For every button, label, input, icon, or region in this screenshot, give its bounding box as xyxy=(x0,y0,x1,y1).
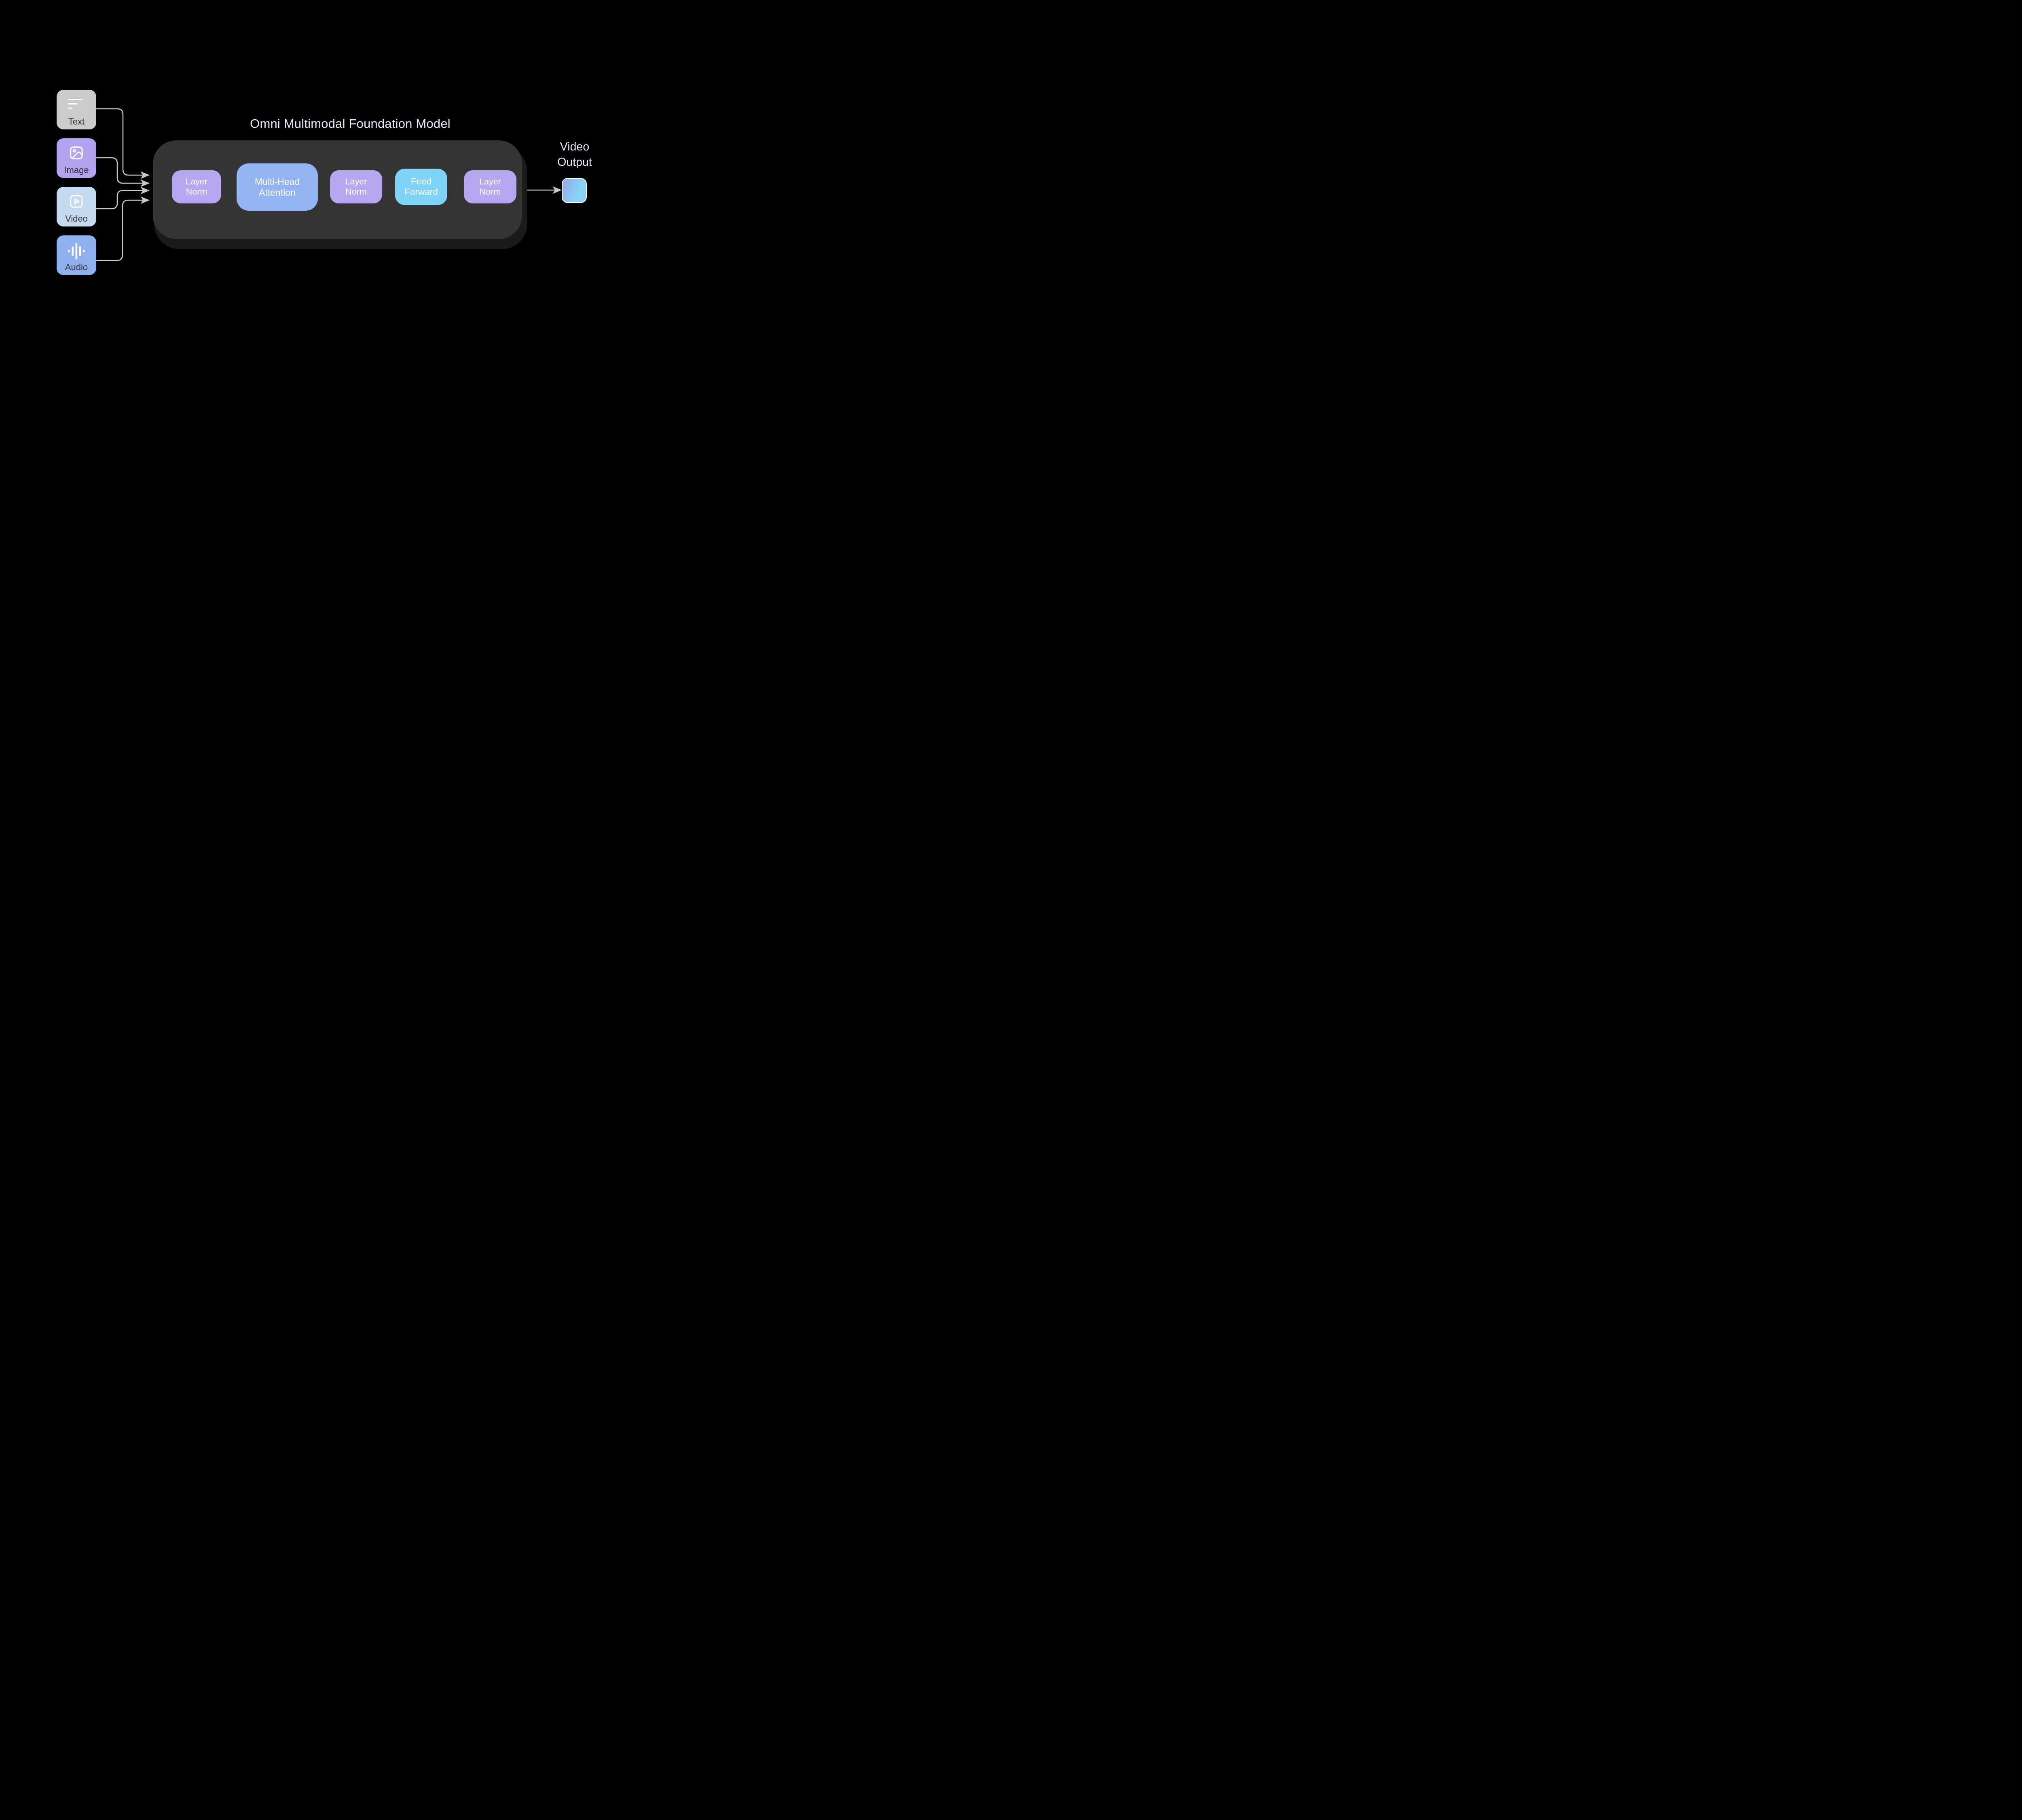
input-box-video: Video xyxy=(57,187,96,226)
diagram-canvas: Omni Multimodal Foundation Model Text Im… xyxy=(0,0,635,364)
block-label: Attention xyxy=(259,187,296,198)
block-label: Forward xyxy=(404,187,438,197)
input-label-text: Text xyxy=(68,116,85,127)
input-box-audio: Audio xyxy=(57,235,96,275)
block-label: Layer xyxy=(479,176,501,186)
block-layer-norm-3: Layer Norm xyxy=(464,170,516,203)
block-layer-norm-1: Layer Norm xyxy=(172,170,221,203)
wire-text-input xyxy=(96,108,150,179)
block-label: Norm xyxy=(345,187,367,197)
text-lines-icon xyxy=(57,99,96,110)
video-output-label: Video Output xyxy=(538,139,611,170)
input-label-video: Video xyxy=(65,214,88,224)
block-multi-head-attention: Multi-Head Attention xyxy=(237,163,318,211)
input-label-audio: Audio xyxy=(65,262,88,272)
wire-audio-input xyxy=(96,196,150,261)
image-icon xyxy=(57,145,96,161)
audio-waveform-icon xyxy=(57,242,96,260)
wire-video-input xyxy=(96,186,150,210)
block-layer-norm-2: Layer Norm xyxy=(330,170,382,203)
input-box-image: Image xyxy=(57,138,96,178)
video-output-label-line2: Output xyxy=(557,156,592,169)
video-output-label-line1: Video xyxy=(560,140,590,153)
wire-image-input xyxy=(96,157,150,187)
block-label: Layer xyxy=(186,176,207,186)
video-play-icon xyxy=(57,194,96,209)
diagram-title: Omni Multimodal Foundation Model xyxy=(250,116,451,131)
block-label: Feed xyxy=(410,176,432,186)
block-label: Multi-Head xyxy=(254,176,300,187)
block-feed-forward: Feed Forward xyxy=(395,169,447,205)
input-box-text: Text xyxy=(57,90,96,129)
block-label: Layer xyxy=(345,176,367,186)
video-output-thumbnail xyxy=(562,178,587,203)
block-label: Norm xyxy=(479,187,501,197)
input-label-image: Image xyxy=(64,165,89,175)
block-label: Norm xyxy=(186,187,207,197)
